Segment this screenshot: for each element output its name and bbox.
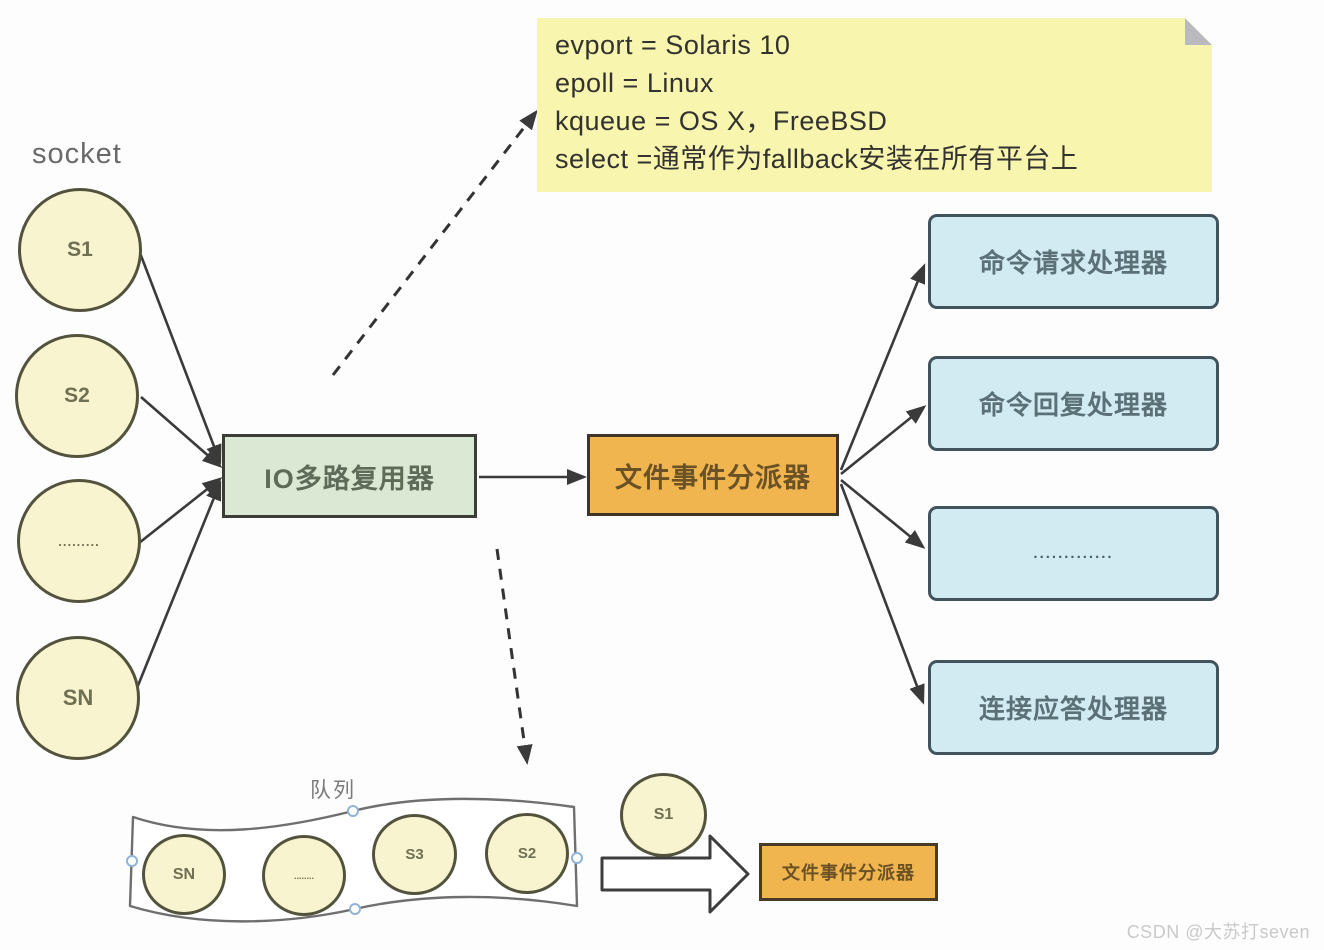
ribbon-handle-top[interactable] [347, 805, 359, 817]
socket-circle-label: S2 [64, 384, 90, 407]
connector-dispatcher-handler1 [839, 263, 926, 471]
handler-box-ellipsis: ............. [928, 506, 1219, 601]
io-multiplexer-box: IO多路复用器 [222, 434, 477, 518]
queue-ribbon [128, 797, 579, 923]
note-line: kqueue = OS X，FreeBSD [555, 106, 888, 136]
file-event-dispatcher-small-label: 文件事件分派器 [782, 863, 915, 883]
socket-circle-s2: S2 [15, 334, 139, 458]
socket-circle-dots: ......... [17, 479, 141, 603]
socket-circle-label: SN [62, 685, 94, 710]
handler-box-connection-accept: 连接应答处理器 [928, 660, 1219, 755]
ribbon-handle-bottom[interactable] [349, 903, 361, 915]
dashed-arrow-to-note [331, 109, 538, 376]
note-line: select =通常作为fallback安装在所有平台上 [555, 144, 1079, 174]
socket-circle-s1: S1 [18, 188, 142, 312]
file-event-dispatcher-label: 文件事件分派器 [615, 462, 811, 493]
connector-dispatcher-handler3 [840, 478, 926, 549]
connector-dispatcher-handler4 [839, 483, 925, 705]
socket-circle-sn: SN [16, 636, 140, 760]
queue-circle-s3: S3 [372, 814, 457, 895]
handler-label: 连接应答处理器 [978, 694, 1168, 724]
queue-circle-s1: S1 [620, 773, 707, 857]
ribbon-handle-left[interactable] [126, 855, 138, 867]
handler-label: ............. [1033, 545, 1114, 562]
queue-circle-label: S1 [653, 806, 674, 823]
queue-circle-label: ........ [293, 870, 314, 881]
file-event-dispatcher-box-small: 文件事件分派器 [759, 843, 938, 901]
annotation-note: evport = Solaris 10 epoll = Linux kqueue… [537, 18, 1212, 192]
queue-circle-label: S2 [517, 845, 537, 862]
handler-label: 命令请求处理器 [978, 248, 1168, 278]
queue-circle-label: S3 [405, 846, 424, 863]
handler-box-command-reply: 命令回复处理器 [928, 356, 1219, 451]
socket-circle-label: S1 [67, 238, 93, 261]
block-arrow [600, 834, 750, 914]
queue-circle-s2: S2 [485, 813, 569, 894]
connector-s1-multiplexer [138, 252, 222, 465]
connector-sn-multiplexer [135, 480, 222, 689]
connector-s2-multiplexer [140, 396, 223, 468]
io-multiplexer-label: IO多路复用器 [264, 463, 435, 494]
handler-label: 命令回复处理器 [978, 390, 1168, 420]
handler-box-command-request: 命令请求处理器 [928, 214, 1219, 309]
connector-dispatcher-handler2 [840, 405, 927, 476]
ribbon-handle-right[interactable] [571, 852, 583, 864]
note-line: epoll = Linux [555, 68, 714, 98]
dashed-arrow-to-queue [495, 548, 533, 765]
queue-circle-dots: ........ [262, 835, 346, 916]
queue-label: 队列 [310, 779, 356, 802]
note-line: evport = Solaris 10 [555, 30, 791, 60]
file-event-dispatcher-box: 文件事件分派器 [587, 434, 839, 516]
queue-circle-label: SN [172, 865, 196, 883]
queue-circle-sn: SN [142, 834, 226, 915]
socket-label: socket [32, 138, 122, 170]
watermark: CSDN @大苏打seven [1126, 922, 1310, 942]
socket-circle-label: ......... [58, 533, 100, 549]
